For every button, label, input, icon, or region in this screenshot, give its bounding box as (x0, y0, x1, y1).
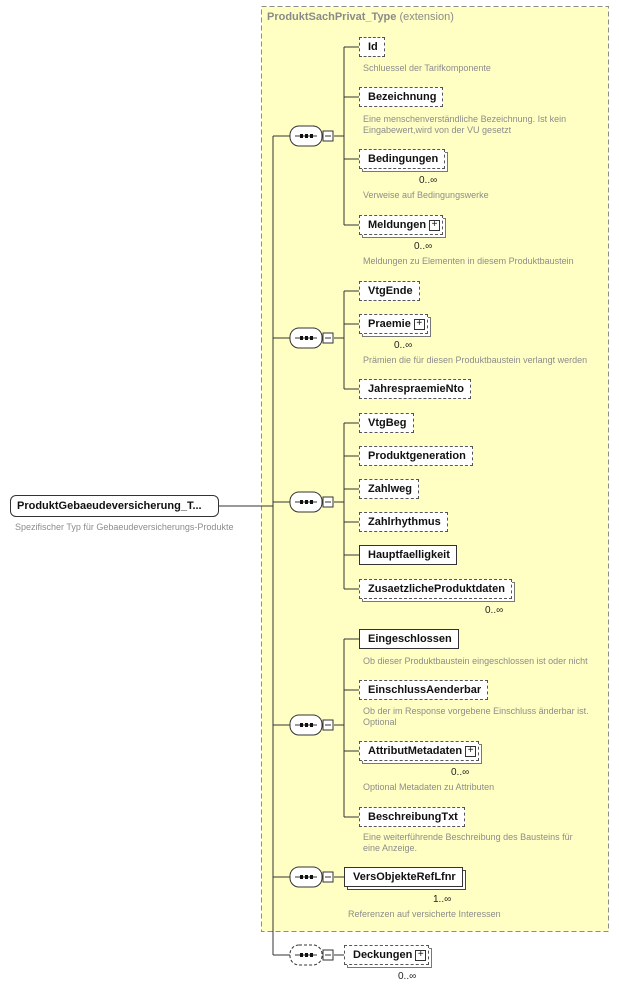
element-produktgeneration[interactable]: Produktgeneration (359, 446, 473, 466)
doc-praemie: Prämien die für diesen Produktbaustein v… (363, 355, 588, 365)
element-eingeschlossen[interactable]: Eingeschlossen (359, 629, 459, 649)
expand-icon[interactable]: + (429, 220, 441, 231)
expand-icon[interactable]: + (465, 746, 477, 757)
expand-icon[interactable]: + (415, 950, 427, 961)
root-element[interactable]: ProduktGebaeudeversicherung_T... (10, 495, 219, 517)
doc-meldungen: Meldungen zu Elementen in diesem Produkt… (363, 256, 574, 266)
element-einschluss[interactable]: EinschlussAenderbar (359, 680, 489, 700)
root-label: ProduktGebaeudeversicherung_T... (17, 500, 202, 512)
element-beschreibung[interactable]: BeschreibungTxt (359, 807, 465, 827)
element-deckungen[interactable]: Deckungen+ (344, 945, 430, 965)
extension-title: ProduktSachPrivat_Type (extension) (267, 11, 454, 23)
element-id[interactable]: Id (359, 37, 385, 57)
expand-icon[interactable]: + (413, 319, 425, 330)
element-jahrespraemie[interactable]: JahrespraemieNto (359, 379, 471, 399)
element-zusatzliche[interactable]: ZusaetzlicheProduktdaten (359, 579, 512, 599)
doc-eingeschlossen: Ob dieser Produktbaustein eingeschlossen… (363, 656, 588, 666)
doc-attribut: Optional Metadaten zu Attributen (363, 782, 495, 792)
element-zahlrhythmus[interactable]: Zahlrhythmus (359, 512, 448, 532)
extension-suffix: (extension) (399, 11, 454, 23)
doc-beschreibung: Eine weiterführende Beschreibung des Bau… (363, 832, 573, 853)
element-bedingungen[interactable]: Bedingungen (359, 149, 446, 169)
doc-bedingungen: Verweise auf Bedingungswerke (363, 190, 489, 200)
doc-einschluss: Ob der im Response vorgebene Einschluss … (363, 706, 589, 727)
element-hauptfaelligkeit[interactable]: Hauptfaelligkeit (359, 545, 457, 565)
element-vtgbeg[interactable]: VtgBeg (359, 413, 414, 433)
card-attribut: 0..∞ (451, 767, 470, 778)
element-versobjekte[interactable]: VersObjekteRefLfnr (344, 867, 463, 887)
root-doc: Spezifischer Typ für Gebaeudeversicherun… (15, 522, 234, 532)
doc-bezeichnung: Eine menschenverständliche Bezeichnung. … (363, 114, 567, 135)
element-zahlweg[interactable]: Zahlweg (359, 479, 420, 499)
card-zusatzliche: 0..∞ (485, 605, 504, 616)
element-meldungen[interactable]: Meldungen+ (359, 215, 444, 235)
doc-id: Schluessel der Tarifkomponente (363, 63, 491, 73)
card-bedingungen: 0..∞ (419, 175, 438, 186)
connector-lines (219, 46, 359, 956)
element-attribut[interactable]: AttributMetadaten+ (359, 741, 480, 761)
element-vtgende[interactable]: VtgEnde (359, 281, 420, 301)
element-praemie[interactable]: Praemie+ (359, 314, 428, 334)
element-bezeichnung[interactable]: Bezeichnung (359, 87, 444, 107)
card-versobjekte: 1..∞ (433, 894, 452, 905)
card-deckungen: 0..∞ (398, 971, 417, 982)
card-praemie: 0..∞ (394, 340, 413, 351)
doc-versobjekte: Referenzen auf versicherte Interessen (348, 909, 501, 919)
sequence-icons (289, 125, 334, 966)
extension-name: ProduktSachPrivat_Type (267, 11, 397, 23)
card-meldungen: 0..∞ (414, 241, 433, 252)
